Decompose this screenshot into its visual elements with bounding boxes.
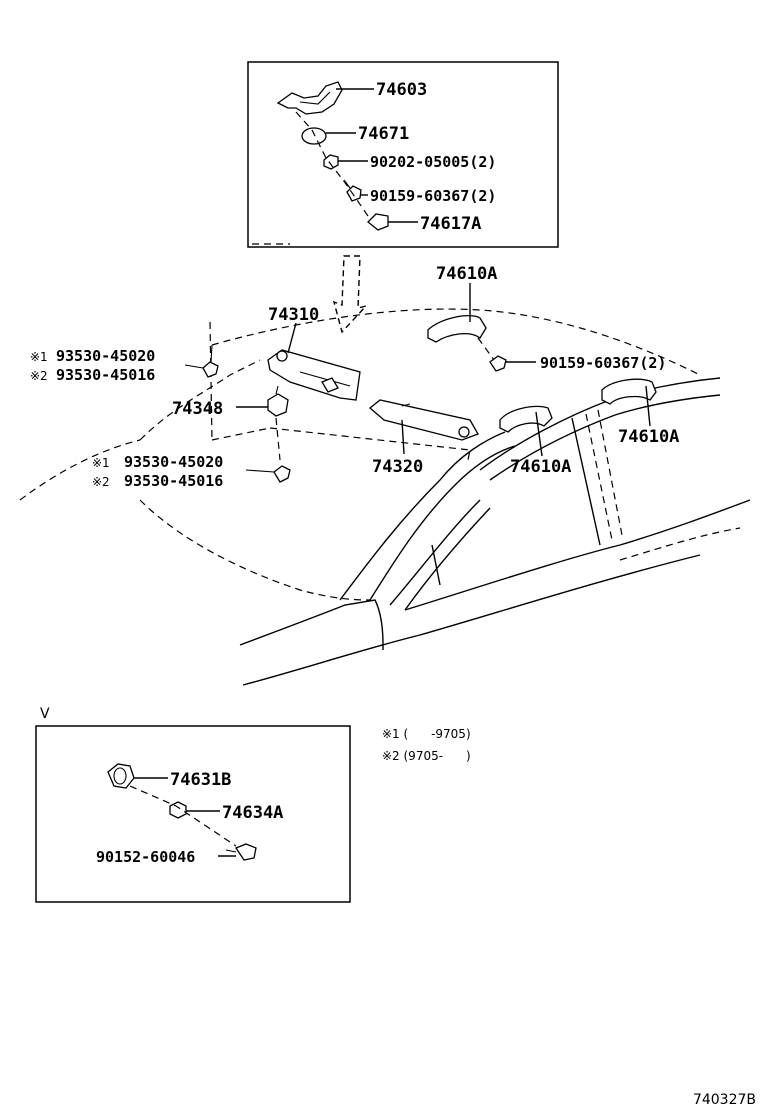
- inset-parts: [107, 763, 257, 861]
- note-1: ※1 ( -9705): [382, 727, 471, 741]
- assist-grip-74610a-mid: [499, 405, 553, 433]
- label-93530-45020-lower: 93530-45020: [124, 453, 223, 471]
- mark-2-lower: ※2: [92, 475, 110, 489]
- label-93530-45016-upper: 93530-45016: [56, 366, 155, 384]
- label-74610a-top: 74610A: [436, 264, 497, 284]
- label-90202-05005: 90202-05005(2): [370, 153, 496, 171]
- screw-part: [346, 185, 362, 202]
- assist-grip-74610a-right: [601, 378, 657, 405]
- sun-visor-74310: [267, 349, 361, 401]
- grip-screw-top: [489, 355, 507, 372]
- label-74631b: 74631B: [170, 770, 231, 790]
- note-2: ※2 (9705- ): [382, 749, 471, 763]
- detail-arrow: [332, 255, 369, 334]
- car-body-outline: [19, 308, 751, 686]
- mark-1-upper: ※1: [30, 350, 48, 364]
- inset-detail-box: [35, 725, 351, 903]
- label-74310: 74310: [268, 305, 319, 325]
- label-74348: 74348: [172, 399, 223, 419]
- label-74617a: 74617A: [420, 214, 481, 234]
- assist-grip-part: [276, 81, 343, 115]
- mark-2-upper: ※2: [30, 369, 48, 383]
- nut-part: [323, 154, 339, 170]
- label-74634a: 74634A: [222, 803, 283, 823]
- assist-grip-detail-box: [247, 61, 559, 248]
- label-90159-60367-mid: 90159-60367(2): [540, 354, 666, 372]
- headliner-outline: [209, 321, 471, 461]
- label-90159-60367-top: 90159-60367(2): [370, 187, 496, 205]
- grip-cover-part: [301, 127, 327, 145]
- label-74603: 74603: [376, 80, 427, 100]
- label-74610a-mid: 74610A: [510, 457, 571, 477]
- label-74320: 74320: [372, 457, 423, 477]
- visor-screw-upper: [202, 361, 219, 378]
- label-93530-45020-upper: 93530-45020: [56, 347, 155, 365]
- label-93530-45016-lower: 93530-45016: [124, 472, 223, 490]
- visor-screw-lower: [273, 465, 291, 483]
- label-90152-60046: 90152-60046: [96, 848, 195, 866]
- label-74671: 74671: [358, 124, 409, 144]
- assist-grip-74610a-top: [427, 315, 487, 343]
- label-74610a-right: 74610A: [618, 427, 679, 447]
- inset-label: V: [40, 706, 50, 722]
- figure-id: 740327B: [693, 1092, 756, 1108]
- visor-holder-74348: [267, 385, 289, 417]
- mark-1-lower: ※1: [92, 456, 110, 470]
- grip-bracket-part: [367, 213, 389, 231]
- sun-visor-74320: [368, 399, 479, 441]
